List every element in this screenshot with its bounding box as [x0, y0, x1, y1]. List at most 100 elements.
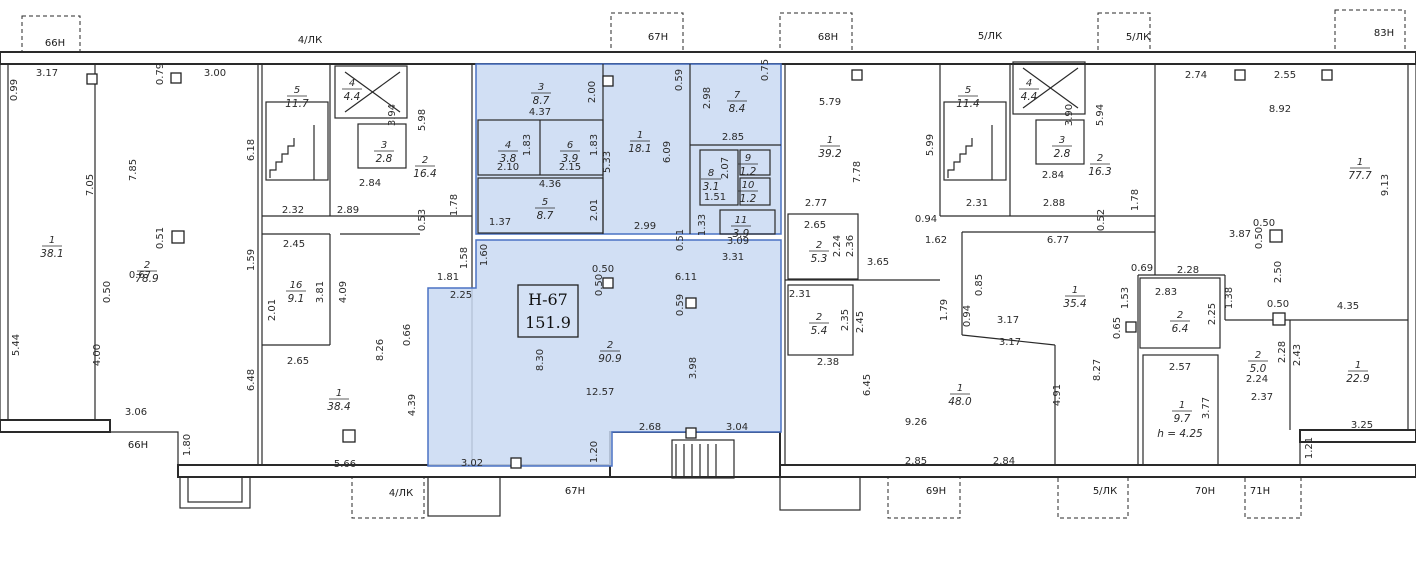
dimension-label: 7.05	[85, 174, 96, 196]
room-label: 32.8	[374, 140, 394, 165]
room-label: 113.9	[731, 215, 751, 240]
dimension-label: 2.45	[283, 239, 305, 250]
dimension-label: 2.45	[855, 311, 866, 333]
dimension-label: 8.30	[535, 349, 546, 371]
room-label: 38.7	[531, 82, 551, 107]
dimension-label: 4.00	[92, 344, 103, 366]
dimension-label: 1.83	[589, 134, 600, 156]
dimension-label: 4.91	[1052, 384, 1063, 406]
dimension-label: 0.65	[1112, 317, 1123, 339]
dimension-label: 2.68	[639, 422, 661, 433]
dimension-label: 2.28	[1277, 341, 1288, 363]
dimension-label: 3.94	[387, 104, 398, 126]
dimension-label: 2.89	[337, 205, 359, 216]
axis-label: 5/ЛК	[1126, 32, 1150, 43]
room-area: 38.1	[40, 248, 63, 260]
dimension-label: 1.83	[522, 134, 533, 156]
room-label: 58.7	[535, 197, 555, 222]
room-label: 25.0	[1248, 350, 1268, 375]
dimension-label: 3.90	[1064, 104, 1075, 126]
room-number: 16	[290, 280, 303, 291]
dimension-label: 2.15	[559, 162, 581, 173]
axis-label: 4/ЛК	[389, 488, 413, 499]
room-label: 511.4	[956, 85, 979, 110]
dimension-label: 0.75	[760, 59, 771, 81]
room-area: 3.1	[703, 181, 720, 193]
room-number: 2	[422, 155, 428, 166]
room-label: 135.4	[1063, 285, 1086, 310]
dimension-label: 2.84	[359, 178, 381, 189]
dimension-label: 0.50	[592, 264, 614, 275]
dimension-label: 3.31	[722, 252, 744, 263]
dimension-label: 6.45	[862, 374, 873, 396]
axis-label: 70Н	[1195, 486, 1215, 497]
room-label: 78.4	[727, 90, 747, 115]
room-area: 4.4	[1021, 91, 1038, 103]
dimension-label: 0.50	[1254, 227, 1265, 249]
room-area: 22.9	[1346, 373, 1370, 385]
room-area: 8.7	[533, 95, 550, 107]
dimension-label: 0.50	[1253, 218, 1275, 229]
dimension-label: 4.39	[407, 394, 418, 416]
dimension-label: 5.99	[925, 134, 936, 156]
room-label: 138.1	[40, 235, 63, 260]
dimension-label: 8.92	[1269, 104, 1291, 115]
room-area: 18.1	[628, 143, 651, 155]
dimension-label: 3.17	[997, 315, 1019, 326]
room-number: 1	[1179, 400, 1185, 411]
dimension-label: 1.20	[589, 441, 600, 463]
room-area: 3.9	[562, 153, 579, 165]
walls	[0, 51, 1416, 478]
dimension-label: 3.06	[125, 407, 147, 418]
dimension-label: 2.55	[1274, 70, 1296, 81]
dimension-label: 1.38	[1224, 287, 1235, 309]
room-number: 1	[49, 235, 55, 246]
dimension-label: 2.32	[282, 205, 304, 216]
dimension-label: 1.59	[246, 249, 257, 271]
dimension-label: 3.65	[867, 257, 889, 268]
dimension-label: 3.25	[1351, 420, 1373, 431]
dimension-label: 2.25	[1207, 303, 1218, 325]
dimension-label: 3.04	[726, 422, 748, 433]
unit-h67-area[interactable]	[427, 63, 782, 467]
dimension-label: 1.79	[939, 299, 950, 321]
dimension-label: 6.48	[246, 369, 257, 391]
dimension-label: 4.35	[1337, 301, 1359, 312]
room-number: 5	[542, 197, 548, 208]
dimension-label: 2.84	[993, 456, 1015, 467]
dimension-label: 0.59	[675, 294, 686, 316]
room-label: 139.2	[818, 135, 842, 160]
dimension-label: 1.60	[479, 244, 490, 266]
axis-label: 66Н	[45, 38, 65, 49]
room-number: 6	[567, 140, 573, 151]
dimension-label: 2.07	[720, 157, 731, 179]
room-number: 3	[381, 140, 387, 151]
dimension-label: 1.80	[182, 434, 193, 456]
room-area: 3.9	[733, 228, 750, 240]
dimension-label: 1.51	[704, 192, 726, 203]
axis-label: 4/ЛК	[298, 35, 322, 46]
dimension-label: 9.13	[1380, 174, 1391, 196]
dimension-label: 0.69	[1131, 263, 1153, 274]
dimension-label: 5.33	[602, 151, 613, 173]
room-number: 3	[1059, 135, 1065, 146]
dimension-label: 2.65	[287, 356, 309, 367]
room-area: 9.1	[288, 293, 305, 305]
columns	[86, 69, 1333, 469]
dimension-label: 0.67	[129, 270, 151, 281]
room-label: 122.9	[1346, 360, 1370, 385]
room-area: 77.7	[1348, 170, 1372, 182]
dimension-label: 0.53	[417, 209, 428, 231]
dimension-label: 0.79	[155, 63, 166, 85]
dimension-label: 5.66	[334, 459, 356, 470]
dimension-label: 0.50	[102, 281, 113, 303]
dimension-label: 3.87	[1229, 229, 1251, 240]
room-area: 1.2	[740, 166, 757, 178]
unit-label[interactable]: Н-67 151.9	[517, 284, 579, 338]
room-number: 9	[745, 153, 751, 164]
dimension-label: 5.94	[1095, 104, 1106, 126]
axis-label: 66Н	[128, 440, 148, 451]
room-number: 2	[1255, 350, 1261, 361]
